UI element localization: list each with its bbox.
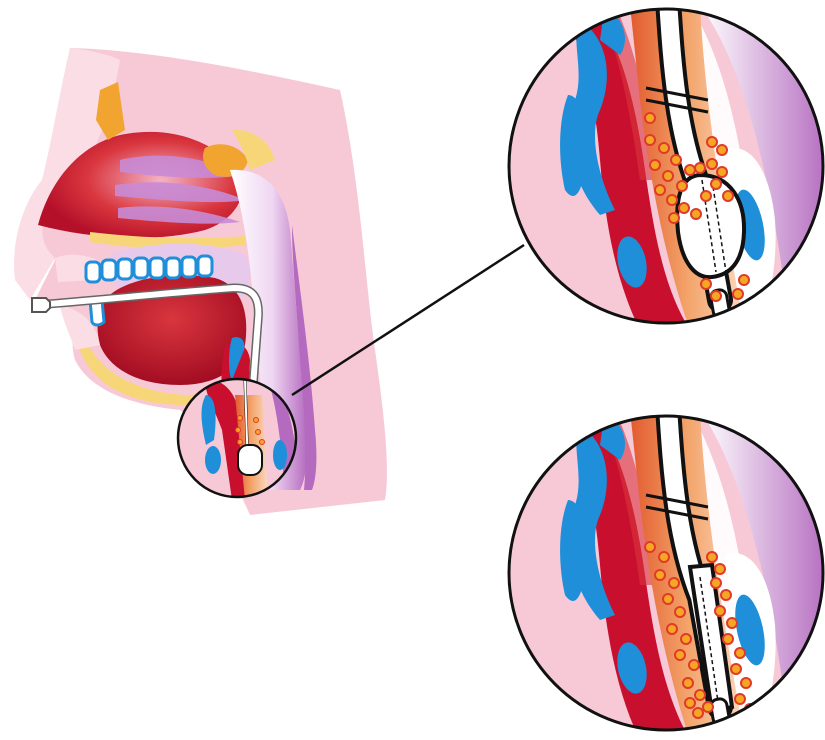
secretion-dot bbox=[685, 165, 695, 175]
secretion-dot bbox=[711, 179, 721, 189]
secretion-dot bbox=[707, 552, 717, 562]
secretion-dot bbox=[650, 160, 660, 170]
secretion-dot bbox=[685, 698, 695, 708]
secretion-dot bbox=[721, 590, 731, 600]
secretion-dot bbox=[715, 606, 725, 616]
secretion-dot bbox=[655, 570, 665, 580]
secretion-dot bbox=[717, 167, 727, 177]
secretion-dot bbox=[693, 708, 703, 718]
secretion-dot bbox=[701, 279, 711, 289]
secretion-dot bbox=[695, 690, 705, 700]
secretion-dot bbox=[739, 275, 749, 285]
secretion-dot bbox=[733, 289, 743, 299]
secretion-dot bbox=[731, 664, 741, 674]
secretion-dot bbox=[645, 113, 655, 123]
secretion-dot bbox=[683, 678, 693, 688]
secretion-dot bbox=[671, 155, 681, 165]
secretion-dot bbox=[723, 191, 733, 201]
secretion-dot bbox=[717, 145, 727, 155]
secretion-dot bbox=[741, 678, 751, 688]
secretion-dot bbox=[715, 564, 725, 574]
secretion-dot bbox=[711, 291, 721, 301]
secretion-dot bbox=[669, 578, 679, 588]
secretion-dot bbox=[667, 195, 677, 205]
secretion-dot bbox=[711, 578, 721, 588]
secretion-dot bbox=[663, 171, 673, 181]
secretion-dot bbox=[655, 185, 665, 195]
tube-connector bbox=[32, 298, 50, 312]
secretion-dot bbox=[679, 203, 689, 213]
secretion-dot bbox=[735, 648, 745, 658]
secretion-dot bbox=[735, 694, 745, 704]
secretion-dot bbox=[727, 618, 737, 628]
secretion-dot bbox=[663, 594, 673, 604]
secretion-dot bbox=[707, 137, 717, 147]
secretion-dot bbox=[675, 650, 685, 660]
secretion-dot bbox=[645, 135, 655, 145]
secretion-dot bbox=[669, 213, 679, 223]
secretion-dot bbox=[677, 181, 687, 191]
secretion-dot bbox=[689, 660, 699, 670]
secretion-dot bbox=[659, 143, 669, 153]
secretion-dot bbox=[645, 542, 655, 552]
secretion-dot bbox=[659, 552, 669, 562]
secretion-dot bbox=[691, 209, 701, 219]
secretion-dot bbox=[701, 191, 711, 201]
secretion-dot bbox=[681, 634, 691, 644]
secretion-dot bbox=[695, 163, 705, 173]
secretion-dot bbox=[723, 634, 733, 644]
secretion-dot bbox=[707, 159, 717, 169]
secretion-dot bbox=[667, 624, 677, 634]
inflated-balloon bbox=[677, 175, 744, 277]
secretion-dot bbox=[675, 607, 685, 617]
secretion-dot bbox=[703, 702, 713, 712]
